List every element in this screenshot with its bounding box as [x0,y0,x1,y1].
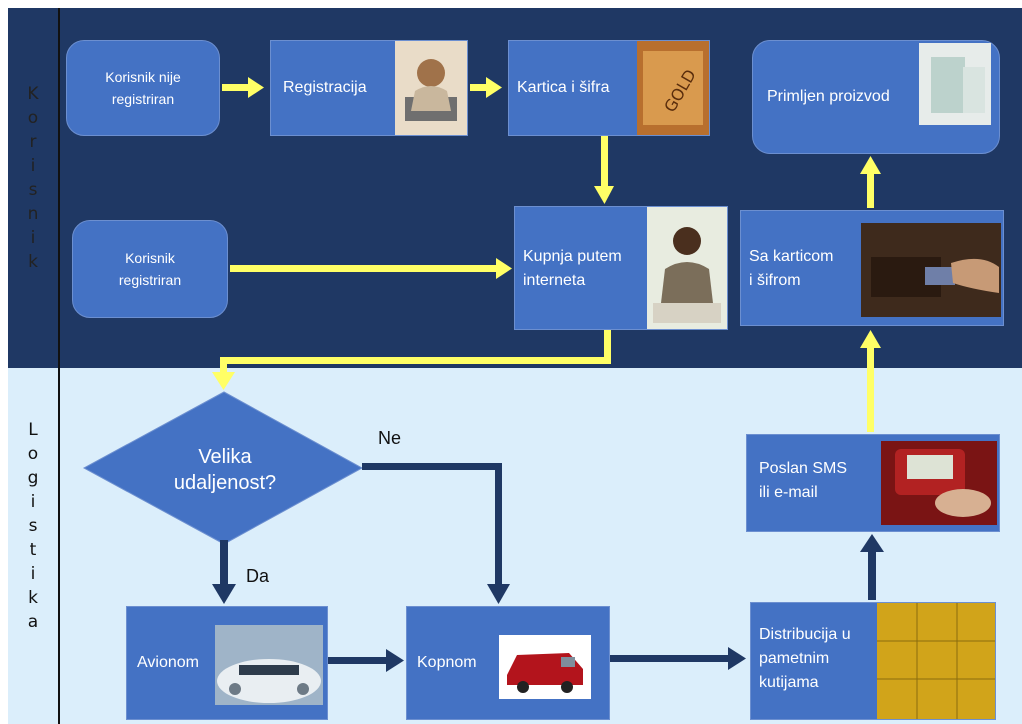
node-kopnom: Kopnom [406,606,610,720]
lane-letter: g [27,468,39,488]
yellow-arrows [212,77,881,432]
lane-letter: s [28,516,38,536]
node-label: Distribucija u pametnim kutijama [759,626,851,691]
woman-shopping-photo [647,207,727,329]
node-primljen-proizvod: Primljen proizvod [752,40,1000,154]
node-label: Primljen proizvod [767,88,890,105]
node-label: Kartica i šifra [517,79,610,96]
lane-letter: i [30,564,36,584]
node-label: Korisnik registriran [118,250,182,288]
node-label: Poslan SMS ili e-mail [759,460,848,501]
lane-letter: L [28,420,38,440]
node-kupnja-putem-interneta: Kupnja putem interneta [514,206,728,330]
node-label: Sa karticom i šifrom [749,248,834,289]
package-photo [919,43,991,125]
lane-letter: i [30,228,36,248]
smart-lockers-photo [877,603,995,719]
airplane-photo [215,625,323,705]
gold-card-photo: GOLD [637,41,709,135]
van-photo [499,635,591,699]
lane-letter: n [27,204,39,224]
lane-letter: s [28,180,38,200]
node-label: Avionom [137,654,199,671]
edge-label-da: Da [246,566,270,586]
lane-letter: K [27,84,39,104]
mobile-phone-photo [881,441,997,525]
node-distribucija: Distribucija u pametnim kutijama [750,602,996,720]
lane-letter: a [27,612,39,632]
node-label: Kopnom [417,654,477,671]
node-sa-karticom-i-sifrom: Sa karticom i šifrom [740,210,1004,326]
lane-letter: o [27,444,39,464]
node-korisnik-nije-registriran: Korisnik nije registriran [66,40,220,136]
node-avionom: Avionom [126,606,328,720]
woman-laptop-photo [395,41,467,135]
lane-letter: i [30,492,36,512]
lane-letter: i [30,156,36,176]
lane-divider [58,8,60,724]
node-poslan-sms: Poslan SMS ili e-mail [746,434,1000,532]
lane-letter: k [28,252,38,272]
dark-arrows [212,463,884,672]
node-kartica-i-sifra: Kartica i šifra GOLD [508,40,710,136]
lane-letter: t [29,540,37,560]
node-korisnik-registriran: Korisnik registriran [72,220,228,318]
card-terminal-photo [861,223,1001,317]
node-registracija: Registracija [270,40,468,136]
lane-letter: r [29,132,37,152]
edge-label-ne: Ne [378,428,402,448]
decision-label: Velika udaljenost? [173,446,277,494]
node-label: Kupnja putem interneta [523,248,622,289]
node-label: Korisnik nije registriran [105,69,181,107]
node-label: Registracija [283,79,367,96]
lane-letter: o [27,108,39,128]
lane-letter: k [28,588,38,608]
